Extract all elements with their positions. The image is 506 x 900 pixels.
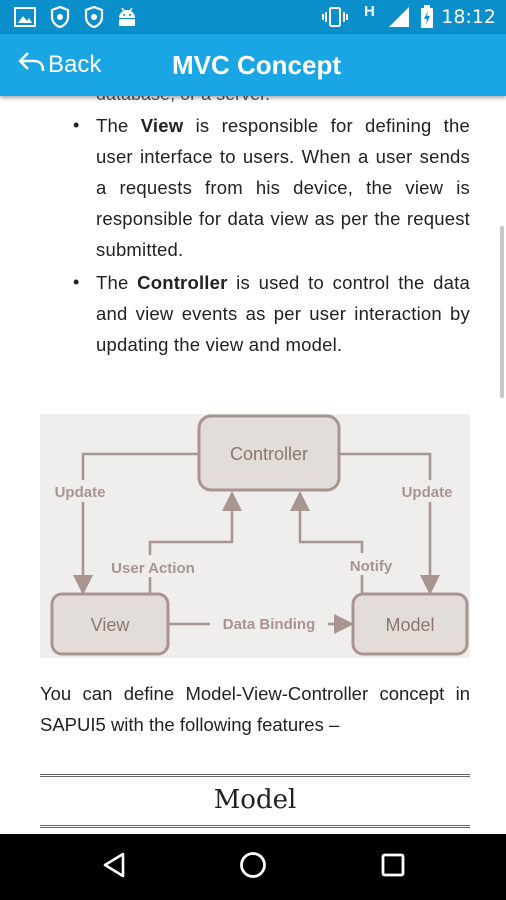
user-action-label: User Action — [111, 560, 195, 577]
app-bar: Back MVC Concept — [0, 34, 506, 96]
nav-recents-button[interactable] — [353, 834, 433, 900]
android-icon — [116, 0, 138, 34]
recents-square-icon — [380, 852, 406, 883]
back-button[interactable]: Back — [18, 34, 101, 96]
list-item: •The Controller is used to control the d… — [40, 267, 470, 360]
status-bar: H 18:12 — [0, 0, 506, 34]
vibrate-icon — [322, 0, 348, 34]
list-item: •The View is responsible for defining th… — [40, 110, 470, 265]
battery-charging-icon — [420, 0, 434, 34]
update-left-label: Update — [55, 484, 106, 501]
nav-back-button[interactable] — [74, 834, 154, 900]
update-right-label: Update — [402, 484, 453, 501]
data-binding-label: Data Binding — [223, 616, 316, 633]
bullet-dot-icon: • — [73, 115, 80, 135]
signal-icon — [388, 0, 410, 34]
back-label: Back — [48, 51, 102, 78]
page-title: MVC Concept — [172, 50, 341, 80]
scrollbar[interactable] — [500, 226, 504, 398]
back-arrow-icon — [18, 50, 48, 81]
bullet-dot-icon: • — [73, 272, 80, 292]
view-label: View — [91, 615, 131, 635]
notify-label: Notify — [350, 558, 393, 575]
intro-paragraph: You can define Model-View-Controller con… — [40, 683, 470, 735]
user-action-arrow — [148, 491, 242, 594]
mvc-diagram: Controller View Model Update Update User… — [40, 414, 470, 658]
shield-icon — [84, 0, 104, 34]
bold-term: Controller — [137, 272, 228, 293]
navigation-bar — [0, 834, 506, 900]
controller-label: Controller — [230, 444, 308, 464]
shield-icon — [50, 0, 70, 34]
update-left-arrow — [73, 452, 199, 595]
nav-home-button[interactable] — [213, 834, 293, 900]
home-circle-icon — [238, 850, 268, 885]
model-label: Model — [385, 615, 434, 635]
image-icon — [14, 0, 36, 34]
bullet-list: •The View is responsible for defining th… — [40, 110, 470, 362]
update-right-arrow — [339, 452, 440, 595]
section-heading: Model — [40, 774, 470, 828]
network-type-label: H — [364, 2, 375, 20]
content-area[interactable]: database, or a server. •The View is resp… — [0, 96, 506, 834]
status-clock: 18:12 — [441, 6, 496, 28]
notify-arrow — [290, 491, 364, 594]
back-triangle-icon — [101, 851, 127, 884]
bold-term: View — [140, 115, 184, 136]
partially-scrolled-text: database, or a server. — [96, 96, 270, 105]
